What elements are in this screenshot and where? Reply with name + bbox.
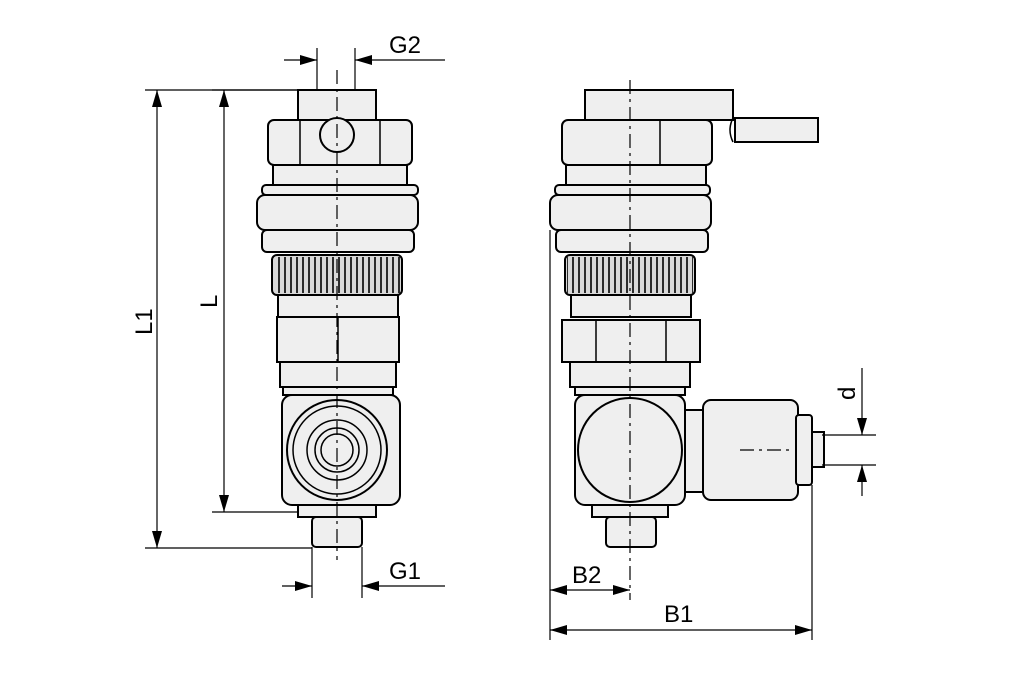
dimension-lines bbox=[145, 48, 876, 640]
side-lever bbox=[734, 117, 819, 143]
dim-label-g2: G2 bbox=[389, 32, 421, 59]
front-lower-ring bbox=[261, 229, 415, 253]
side-knurl-base bbox=[570, 294, 692, 318]
dim-label-l1: L1 bbox=[131, 308, 158, 335]
front-lower-collar bbox=[279, 361, 397, 388]
side-top-collar bbox=[561, 119, 713, 166]
side-lower-ring bbox=[555, 229, 709, 253]
dimension-labels: G2 L1 L G1 d B2 B1 bbox=[131, 32, 861, 628]
side-top-nut bbox=[584, 89, 734, 121]
dim-label-g1: G1 bbox=[389, 558, 421, 585]
side-lower-hex bbox=[561, 319, 701, 363]
dim-label-b1: B1 bbox=[664, 601, 693, 628]
side-fitting-collet bbox=[795, 414, 813, 486]
dim-label-b2: B2 bbox=[572, 562, 601, 589]
front-seal-ring bbox=[261, 184, 419, 196]
dim-label-l: L bbox=[196, 295, 223, 308]
side-tube bbox=[811, 431, 825, 468]
front-view bbox=[256, 70, 419, 560]
side-bottom-thread bbox=[605, 516, 657, 548]
side-neck-ring bbox=[565, 164, 707, 186]
front-knurl-base bbox=[277, 294, 399, 318]
side-view bbox=[549, 80, 825, 600]
side-seal-ring bbox=[554, 184, 711, 196]
dim-label-d: d bbox=[834, 387, 861, 400]
front-lower-seal bbox=[282, 386, 394, 396]
front-neck-ring bbox=[272, 164, 408, 186]
